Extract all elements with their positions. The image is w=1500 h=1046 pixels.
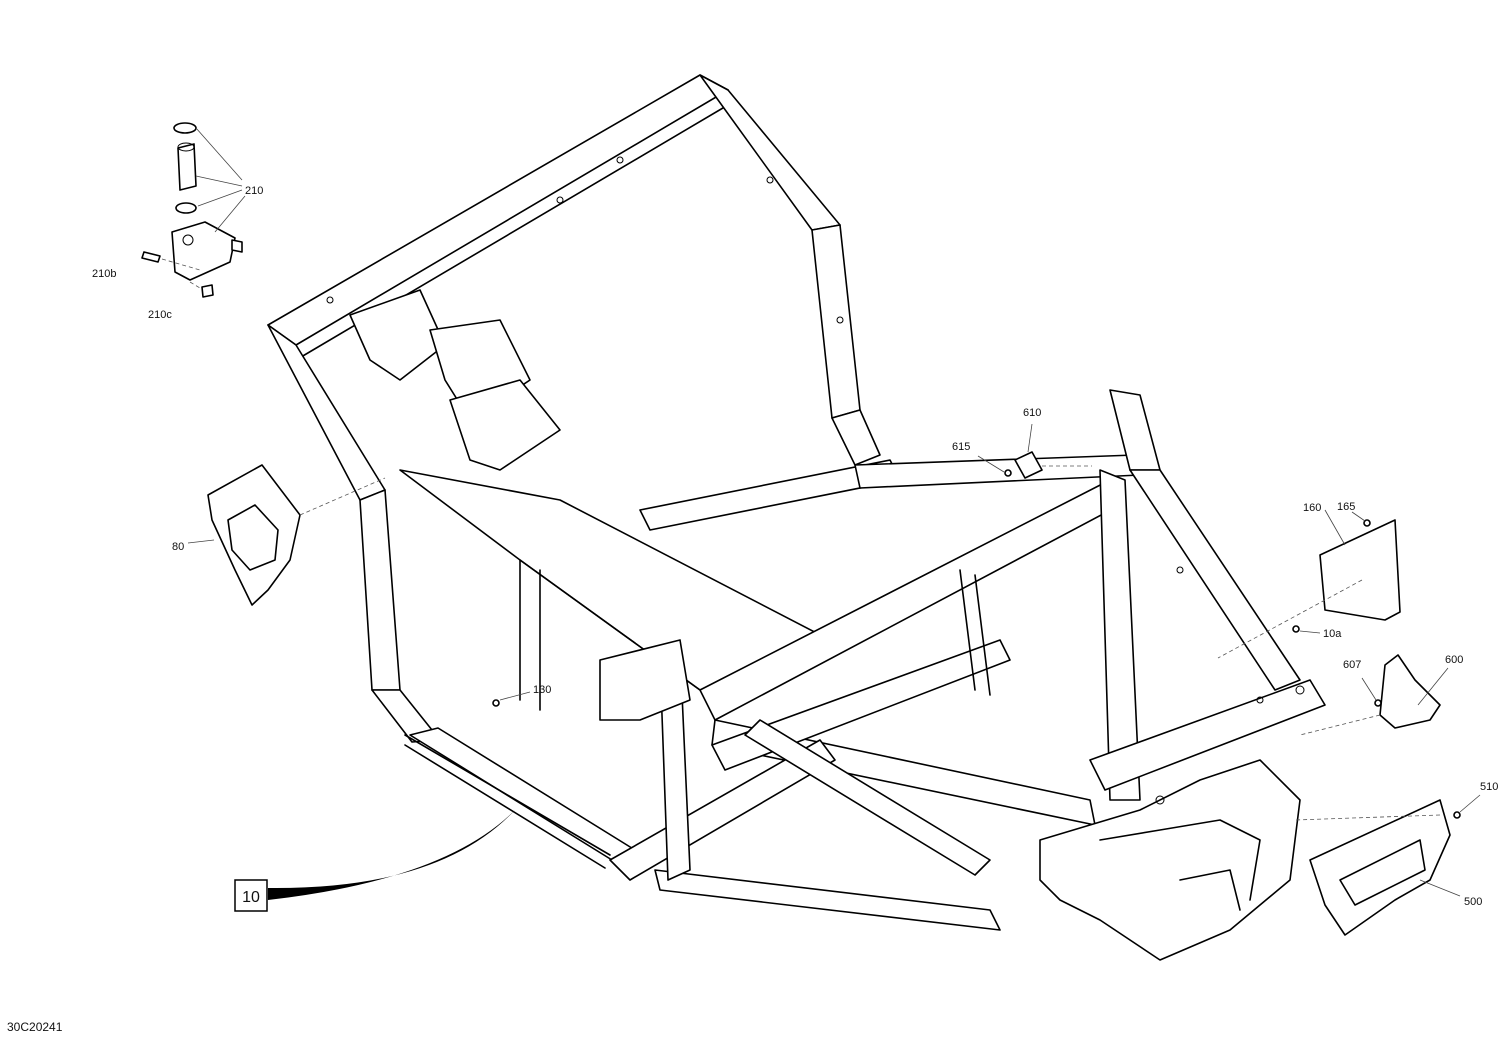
callout-510: 510 <box>1480 781 1498 793</box>
callout-210b: 210b <box>92 268 116 280</box>
callout-600: 600 <box>1445 654 1463 666</box>
part-600-bracket <box>1299 654 1449 736</box>
part-500-plate <box>1294 794 1481 936</box>
part-10a-screw <box>1292 625 1321 634</box>
callout-165: 165 <box>1337 501 1355 513</box>
callout-80: 80 <box>172 541 184 553</box>
callout-210: 210 <box>245 185 263 197</box>
part-130-nut <box>492 691 531 707</box>
callout-610: 610 <box>1023 407 1041 419</box>
part-80-bracket <box>187 464 386 606</box>
callout-500: 500 <box>1464 896 1482 908</box>
main-part-label: 10 <box>242 889 260 906</box>
callout-10a: 10a <box>1323 628 1342 640</box>
part-210-assembly <box>141 122 246 298</box>
part-160-bracket <box>1217 509 1401 659</box>
main-frame <box>267 74 1326 961</box>
part-10-pointer: 10 <box>234 810 515 912</box>
part-610-615 <box>977 423 1092 479</box>
callout-607: 607 <box>1343 659 1361 671</box>
callout-615: 615 <box>952 441 970 453</box>
callout-160: 160 <box>1303 502 1321 514</box>
callout-210c: 210c <box>148 309 172 321</box>
callout-130: 130 <box>533 684 551 696</box>
drawing-code: 30C20241 <box>7 1020 63 1034</box>
